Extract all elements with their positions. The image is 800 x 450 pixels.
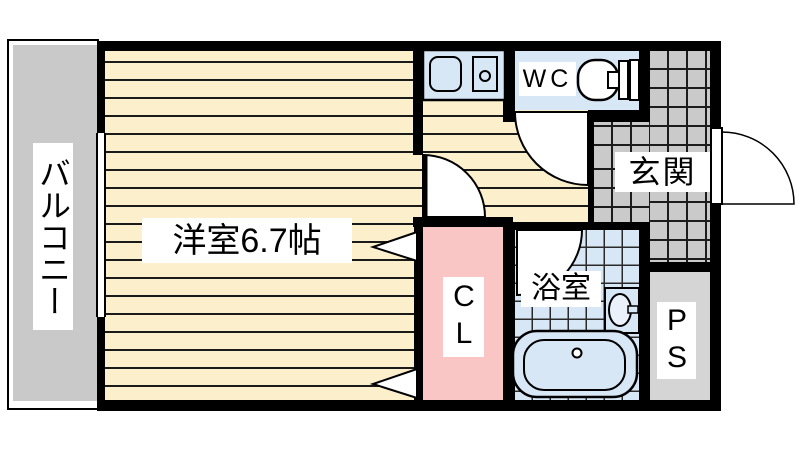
bathroom-label: 浴室 bbox=[521, 271, 601, 307]
wall-bath-top bbox=[503, 222, 650, 230]
main-room-label: 洋室6.7帖 bbox=[142, 218, 352, 263]
closet-door-arrow-icon bbox=[369, 367, 418, 400]
wall-outer-top bbox=[97, 41, 721, 51]
wall-outer-left-upper bbox=[97, 41, 105, 133]
wall-room-divider bbox=[413, 51, 423, 155]
wall-outer-bottom bbox=[97, 400, 721, 411]
bathtub-inner bbox=[523, 339, 626, 391]
balcony-window bbox=[96, 133, 106, 317]
bathtub-drain-icon bbox=[571, 347, 583, 359]
closet-door-arrow-icon bbox=[369, 230, 418, 263]
wall-outer-right-upper bbox=[710, 41, 721, 128]
toilet-tank-icon bbox=[618, 60, 629, 100]
wall-wc-bottom bbox=[588, 110, 650, 122]
toilet-tank-icon bbox=[629, 59, 640, 101]
room-door-swing-icon bbox=[422, 153, 487, 218]
wall-closet-top bbox=[413, 217, 513, 227]
balcony-label: バルコニー bbox=[33, 143, 73, 330]
wall-wc-right bbox=[639, 41, 650, 122]
faucet-icon bbox=[627, 305, 639, 314]
wc-door-swing-icon bbox=[513, 111, 589, 187]
bathtub-icon bbox=[511, 329, 639, 399]
entrance-door-leaf bbox=[710, 127, 723, 205]
wall-outer-right-lower bbox=[710, 204, 721, 411]
wall-closet-left bbox=[414, 217, 423, 400]
kitchen-sink-icon bbox=[429, 56, 462, 92]
entrance-label: 玄関 bbox=[615, 152, 710, 192]
wall-hall-entrance-divider bbox=[588, 112, 594, 230]
wall-outer-left-lower bbox=[97, 317, 105, 411]
wc-label: WC bbox=[519, 62, 576, 96]
entrance-door-swing-icon bbox=[721, 131, 795, 205]
wall-pipe-space-top bbox=[650, 262, 710, 272]
wall-bath-right bbox=[639, 222, 650, 400]
closet-label: CL bbox=[443, 277, 484, 357]
pipe-space-label: PS bbox=[657, 302, 696, 379]
burner-knob-icon bbox=[479, 70, 491, 82]
